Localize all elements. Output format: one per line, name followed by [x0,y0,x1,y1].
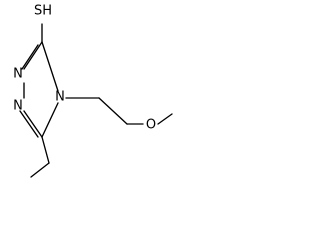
n2-atom-label: N [13,67,23,82]
bond-n4-c3 [41,41,59,92]
bond-ethyl-1-2-chain [98,97,128,125]
bond-c5-ethyl-1 [41,136,50,164]
bond-c3-n2-second [21,44,39,70]
molecule-structure: SH N N N O [13,4,173,178]
bond-c5-n4 [41,102,59,138]
sh-atom-label: SH [34,4,52,19]
bond-n1-c5 [23,110,43,138]
n1-atom-label: N [13,99,23,114]
molecule-canvas: SH N N N O [0,0,192,181]
n4-atom-label: N [55,90,65,105]
bond-ethyl-1-2 [30,162,50,178]
oxygen-atom-label: O [146,118,156,133]
bond-n1-c5-second [19,110,39,138]
bond-c3-n2 [23,41,43,70]
bond-oxygen-to-methyl [157,113,173,125]
